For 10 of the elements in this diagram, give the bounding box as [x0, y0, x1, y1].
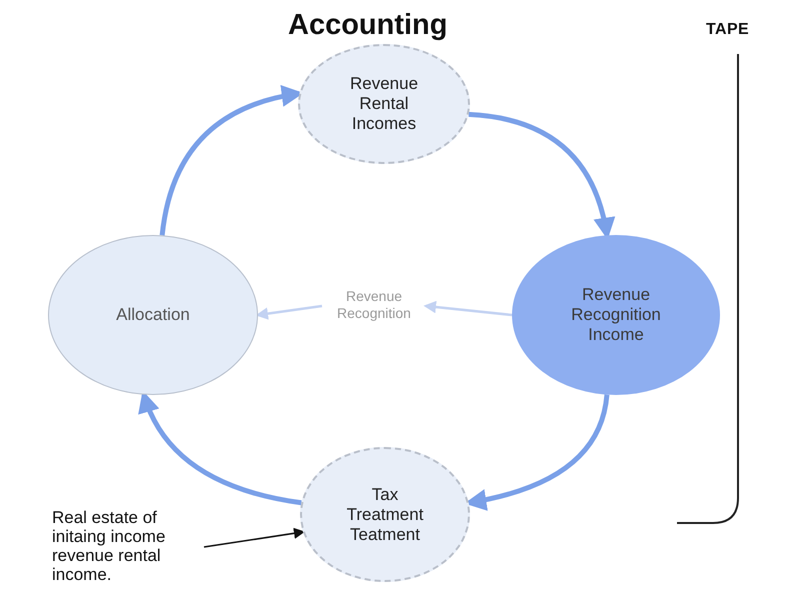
arrow — [424, 300, 512, 316]
diagram-title: Accounting — [288, 8, 448, 42]
arrow — [256, 304, 322, 320]
annotation-text: Real estate of initaing income revenue rental income. — [52, 508, 204, 586]
circle-label: Revenue Recognition Income — [570, 285, 662, 345]
bracket-label: TAPE — [706, 20, 750, 39]
circle-label: Allocation — [115, 305, 191, 325]
text-label: Revenue Recognition — [322, 288, 426, 324]
circle-label: Revenue Rental Incomes — [348, 74, 420, 134]
circle-label: Tax Treatment Teatment — [346, 484, 424, 544]
